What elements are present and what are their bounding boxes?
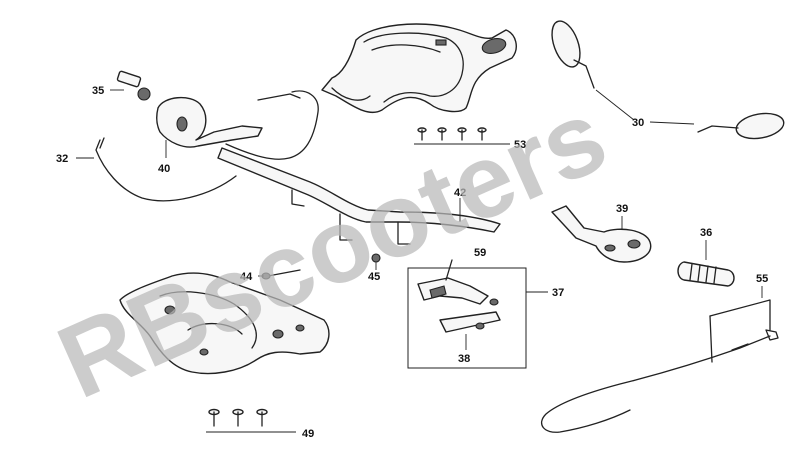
callout-36: 36 — [700, 227, 712, 239]
callout-42: 42 — [454, 187, 466, 199]
part-bolt-35 — [110, 70, 151, 101]
part-handlebar-42 — [217, 147, 501, 245]
part-right-switch-39 — [551, 205, 652, 263]
part-grip-36 — [677, 240, 735, 287]
callout-59: 59 — [474, 247, 486, 259]
callout-35: 35 — [92, 85, 104, 97]
part-throttle-cable-55 — [541, 286, 779, 433]
part-brake-lever-assembly-37 — [407, 259, 548, 369]
part-screws-53 — [414, 127, 510, 145]
part-small-44 — [258, 269, 301, 280]
callout-32: 32 — [56, 153, 68, 165]
callout-55: 55 — [756, 273, 768, 285]
callout-38: 38 — [458, 353, 470, 365]
callout-37: 37 — [552, 287, 564, 299]
watermark-text: RBscooters — [42, 78, 622, 421]
callout-53: 53 — [514, 139, 526, 151]
part-lower-handlebar-cover — [119, 272, 330, 375]
part-handlebar-top-cover — [321, 23, 517, 114]
part-left-switch-40 — [155, 90, 319, 160]
part-mirrors — [551, 20, 785, 140]
callout-44: 44 — [240, 271, 253, 283]
callout-40: 40 — [158, 163, 170, 175]
callout-30: 30 — [632, 117, 644, 129]
part-cable-32 — [76, 137, 237, 202]
callout-labels: 35 40 32 53 30 42 39 36 59 37 44 45 38 5… — [56, 85, 768, 440]
part-screws-49 — [206, 408, 296, 433]
callout-39: 39 — [616, 203, 628, 215]
callout-45: 45 — [368, 271, 380, 283]
part-small-45 — [371, 253, 381, 270]
callout-49: 49 — [302, 428, 314, 440]
